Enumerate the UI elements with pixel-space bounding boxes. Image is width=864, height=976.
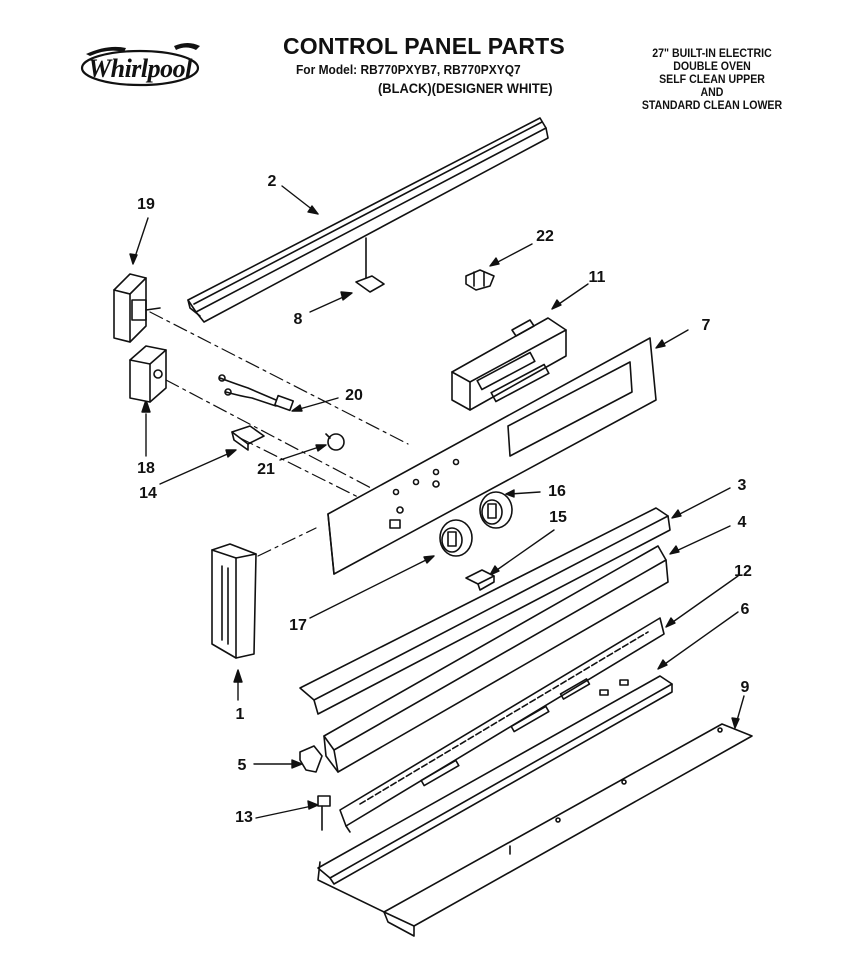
part-9-bottom-trim [317,723,753,937]
description-line: DOUBLE OVEN [673,61,751,73]
description-line: 27" BUILT-IN ELECTRIC [652,48,772,60]
callout-17: 17 [289,617,307,634]
description-line: SELF CLEAN UPPER [659,74,765,86]
part-1-end-cap [211,543,257,659]
callout-2: 2 [267,173,277,190]
part-7-control-panel [327,337,657,575]
part-8-clip [355,237,385,293]
callout-11: 11 [588,269,606,286]
page-title: CONTROL PANEL PARTS [283,33,565,59]
callout-15: 15 [549,509,567,526]
whirlpool-logo: Whirlpool [78,36,218,92]
callout-7: 7 [701,317,711,334]
part-21-lamp-bulb [325,433,345,451]
description-line: AND [700,87,724,99]
callout-19: 19 [137,196,155,213]
part-22-clip [465,269,495,291]
callout-12: 12 [734,563,752,580]
callout-8: 8 [293,311,303,328]
color-variants: (BLACK)(DESIGNER WHITE) [378,80,553,96]
callout-21: 21 [257,461,275,478]
model-numbers: For Model: RB770PXYB7, RB770PXYQ7 [296,62,521,77]
part-2-top-trim [187,117,549,323]
part-11-clock-module [451,317,567,411]
part-3-front-trim [299,507,671,715]
part-15-bracket [465,569,495,591]
part-20-lamp-socket [218,374,295,412]
description-line: STANDARD CLEAN LOWER [641,100,783,112]
callout-9: 9 [740,679,750,696]
part-13-fastener [317,795,331,831]
part-4-front-strip [323,545,669,773]
callout-22: 22 [536,228,554,245]
part-16-knob [479,491,513,529]
callout-3: 3 [737,477,747,494]
callout-arrows [129,185,745,819]
callout-20: 20 [345,387,363,404]
callout-14: 14 [139,485,157,502]
callout-16: 16 [548,483,566,500]
part-19-terminal-block [113,273,161,343]
part-18-switch [129,345,167,403]
part-6-bracket-strip [317,675,673,885]
callout-4: 4 [737,514,747,531]
callout-13: 13 [235,809,253,826]
brand-name: Whirlpool [88,54,192,83]
logo-swoosh [80,43,200,87]
part-14-connector [231,425,265,451]
callout-6: 6 [740,601,750,618]
callout-5: 5 [237,757,247,774]
assembly-lines [149,311,409,557]
callout-1: 1 [235,706,245,723]
part-17-knob [439,519,473,557]
part-5-clip [299,745,323,773]
callout-18: 18 [137,460,155,477]
appliance-description: 27" BUILT-IN ELECTRIC DOUBLE OVEN SELF C… [612,48,812,113]
part-12-vent-grille [339,617,665,833]
